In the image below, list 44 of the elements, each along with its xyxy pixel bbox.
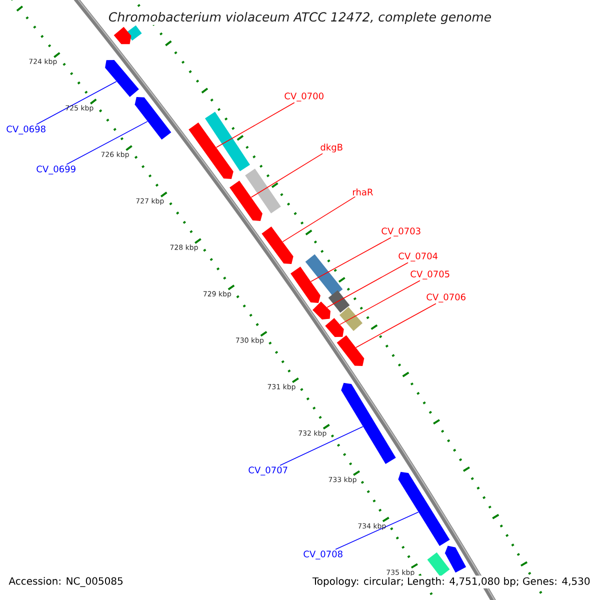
leader-line [310,237,392,282]
gene-block [312,302,330,320]
gene-label: CV_0706 [426,294,466,302]
accession-text: Accession: NC_005085 [7,576,125,588]
feature-bar [427,552,450,577]
gene-block [105,60,139,97]
gene-label: CV_0703 [382,228,420,236]
gene-block [341,382,396,464]
leader-line [280,426,364,466]
gene-block [114,26,132,44]
gene-label: CV_0700 [284,92,324,102]
feature-bar [339,307,363,331]
leader-line [356,303,436,348]
gene-label: CV_0704 [398,252,438,262]
gene-label: CV_0708 [304,550,342,560]
gene-block [134,97,172,140]
leader-line [335,512,419,550]
gene-block [188,122,234,180]
title: Chromobacterium violaceum ATCC 12472, complete genome [107,10,493,26]
leader-line [36,81,117,125]
gene-block [290,266,320,304]
gene-block [336,335,364,366]
feature-bar [328,290,350,313]
leader-line [340,280,420,325]
leader-line [326,262,408,308]
gene-block [398,472,450,546]
gene-label: CV_0699 [36,166,76,174]
gene-block [262,226,294,264]
gene-block [444,546,466,573]
gene-block [325,318,344,337]
gene-block [230,180,262,222]
gene-label: CV_0698 [6,126,46,134]
leader-line [216,102,295,148]
gene-label: rhaR [353,188,373,196]
gene-label: CV_0705 [410,270,450,280]
leader-line [66,121,148,165]
gene-label: CV_0707 [248,466,288,476]
gene-label: dkgB [320,144,342,152]
feature-bar [305,254,343,297]
feature-bar [205,112,250,172]
genome-summary-text: Topology: circular; Length: 4,751,080 bp; Genes: 4,530 [310,576,592,588]
leader-line [250,153,323,198]
leader-line [282,196,356,242]
feature-bar [245,168,281,214]
